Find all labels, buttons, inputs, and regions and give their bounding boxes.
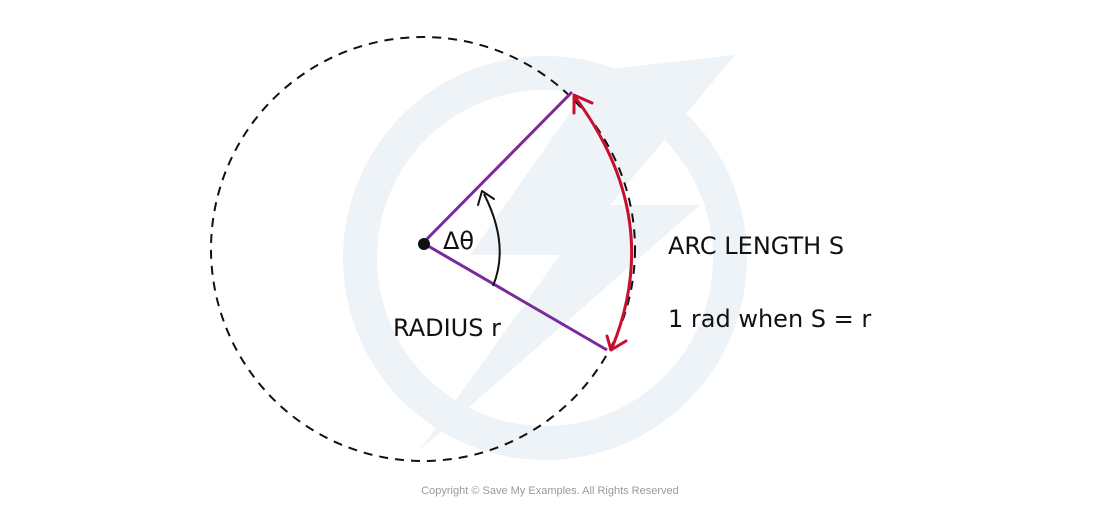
centre-point	[418, 238, 430, 250]
angle-arrowhead	[477, 190, 495, 206]
definition-label: 1 rad when S = r	[668, 305, 871, 333]
dashed-circle	[210, 36, 636, 462]
watermark-logo	[343, 55, 747, 460]
radius-line-upper	[421, 90, 574, 245]
arc-arrowhead-top	[572, 93, 594, 115]
angle-arc	[483, 193, 501, 287]
arc-arrowhead-bottom	[605, 334, 628, 352]
copyright-text: Copyright © Save My Examples. All Rights…	[421, 485, 679, 497]
arc-length-arrow	[573, 96, 634, 349]
angle-label: Δθ	[443, 227, 474, 255]
radius-line-lower	[422, 241, 608, 352]
arc-length-label: ARC LENGTH S	[668, 232, 844, 260]
radius-label: RADIUS r	[393, 314, 501, 342]
